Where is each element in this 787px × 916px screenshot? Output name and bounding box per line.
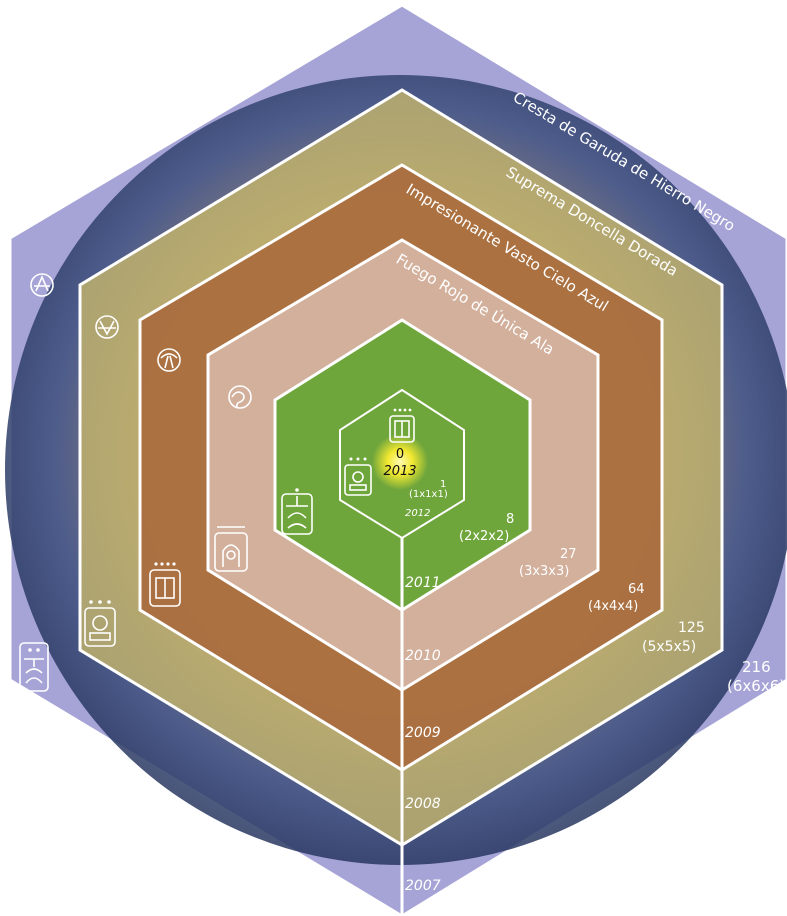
year-2011: 2011	[405, 575, 441, 591]
year-2007: 2007	[405, 878, 441, 894]
cube-216: (6x6x6)	[727, 677, 785, 695]
year-2010: 2010	[405, 648, 441, 664]
cube-27: (3x3x3)	[519, 564, 569, 579]
count-125: 125	[678, 620, 705, 636]
cube-8: (2x2x2)	[459, 529, 509, 544]
center-count: 0	[396, 447, 404, 462]
year-2012: 2012	[405, 508, 430, 519]
count-8: 8	[506, 512, 514, 527]
cube-125: (5x5x5)	[642, 639, 696, 655]
cube-1: (1x1x1)	[409, 489, 448, 500]
center-year: 2013	[383, 464, 416, 479]
year-2009: 2009	[405, 725, 441, 741]
year-2008: 2008	[405, 796, 441, 812]
count-27: 27	[560, 547, 577, 562]
count-64: 64	[628, 582, 645, 597]
count-216: 216	[742, 658, 771, 676]
cube-64: (4x4x4)	[588, 599, 638, 614]
